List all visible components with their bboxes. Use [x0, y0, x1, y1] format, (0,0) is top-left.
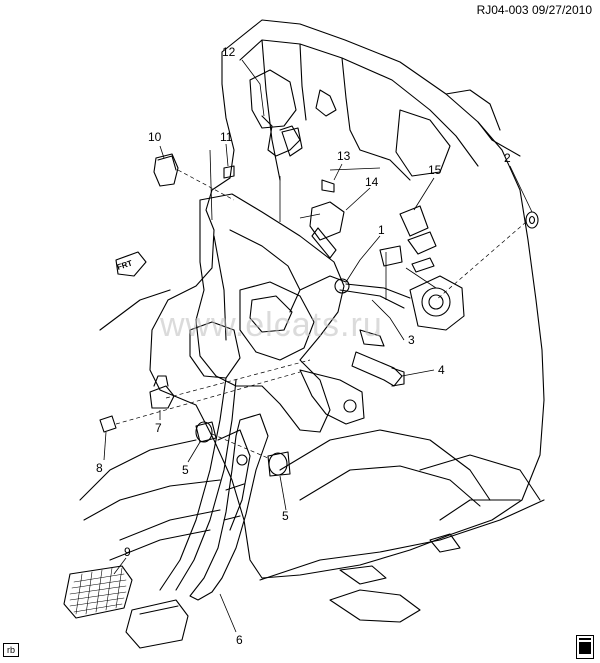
diagram-date: 09/27/2010: [531, 3, 592, 17]
callout-2: 2: [504, 151, 511, 165]
callout-7: 9: [124, 545, 131, 559]
callout-5-right: 5: [282, 509, 289, 523]
watermark-text: www.elcats.ru: [159, 306, 383, 344]
callout-1: 1: [378, 223, 385, 237]
diagram-code: RJ04-003: [476, 3, 529, 17]
clutch-pedal-arm: [189, 413, 269, 601]
callout-15: 15: [428, 163, 442, 177]
callout-3: 3: [408, 333, 415, 347]
callout-12: 12: [222, 45, 236, 59]
callout-14: 14: [365, 175, 379, 189]
diagram-reference-code: RJ04-003 09/27/2010: [477, 3, 592, 17]
callout-11: 11: [220, 130, 233, 144]
corner-tag: rb: [3, 643, 20, 657]
callout-13: 13: [337, 149, 351, 163]
callout-6: 6: [236, 633, 243, 647]
front-marker-label: FRT: [116, 259, 134, 272]
callout-8: 7: [155, 421, 162, 435]
pedal-bracket: [195, 193, 345, 433]
callout-4: 4: [438, 363, 445, 377]
callout-5-left: 5: [182, 463, 189, 477]
publisher-logo-icon: [576, 635, 594, 659]
pedal-pad-7: [63, 565, 133, 619]
dash-panel: [149, 19, 545, 579]
pedal-pad-6: [125, 599, 189, 649]
brake-pedal-arm: [189, 321, 241, 379]
callout-9: 8: [96, 461, 103, 475]
callout-10: 10: [148, 130, 162, 144]
